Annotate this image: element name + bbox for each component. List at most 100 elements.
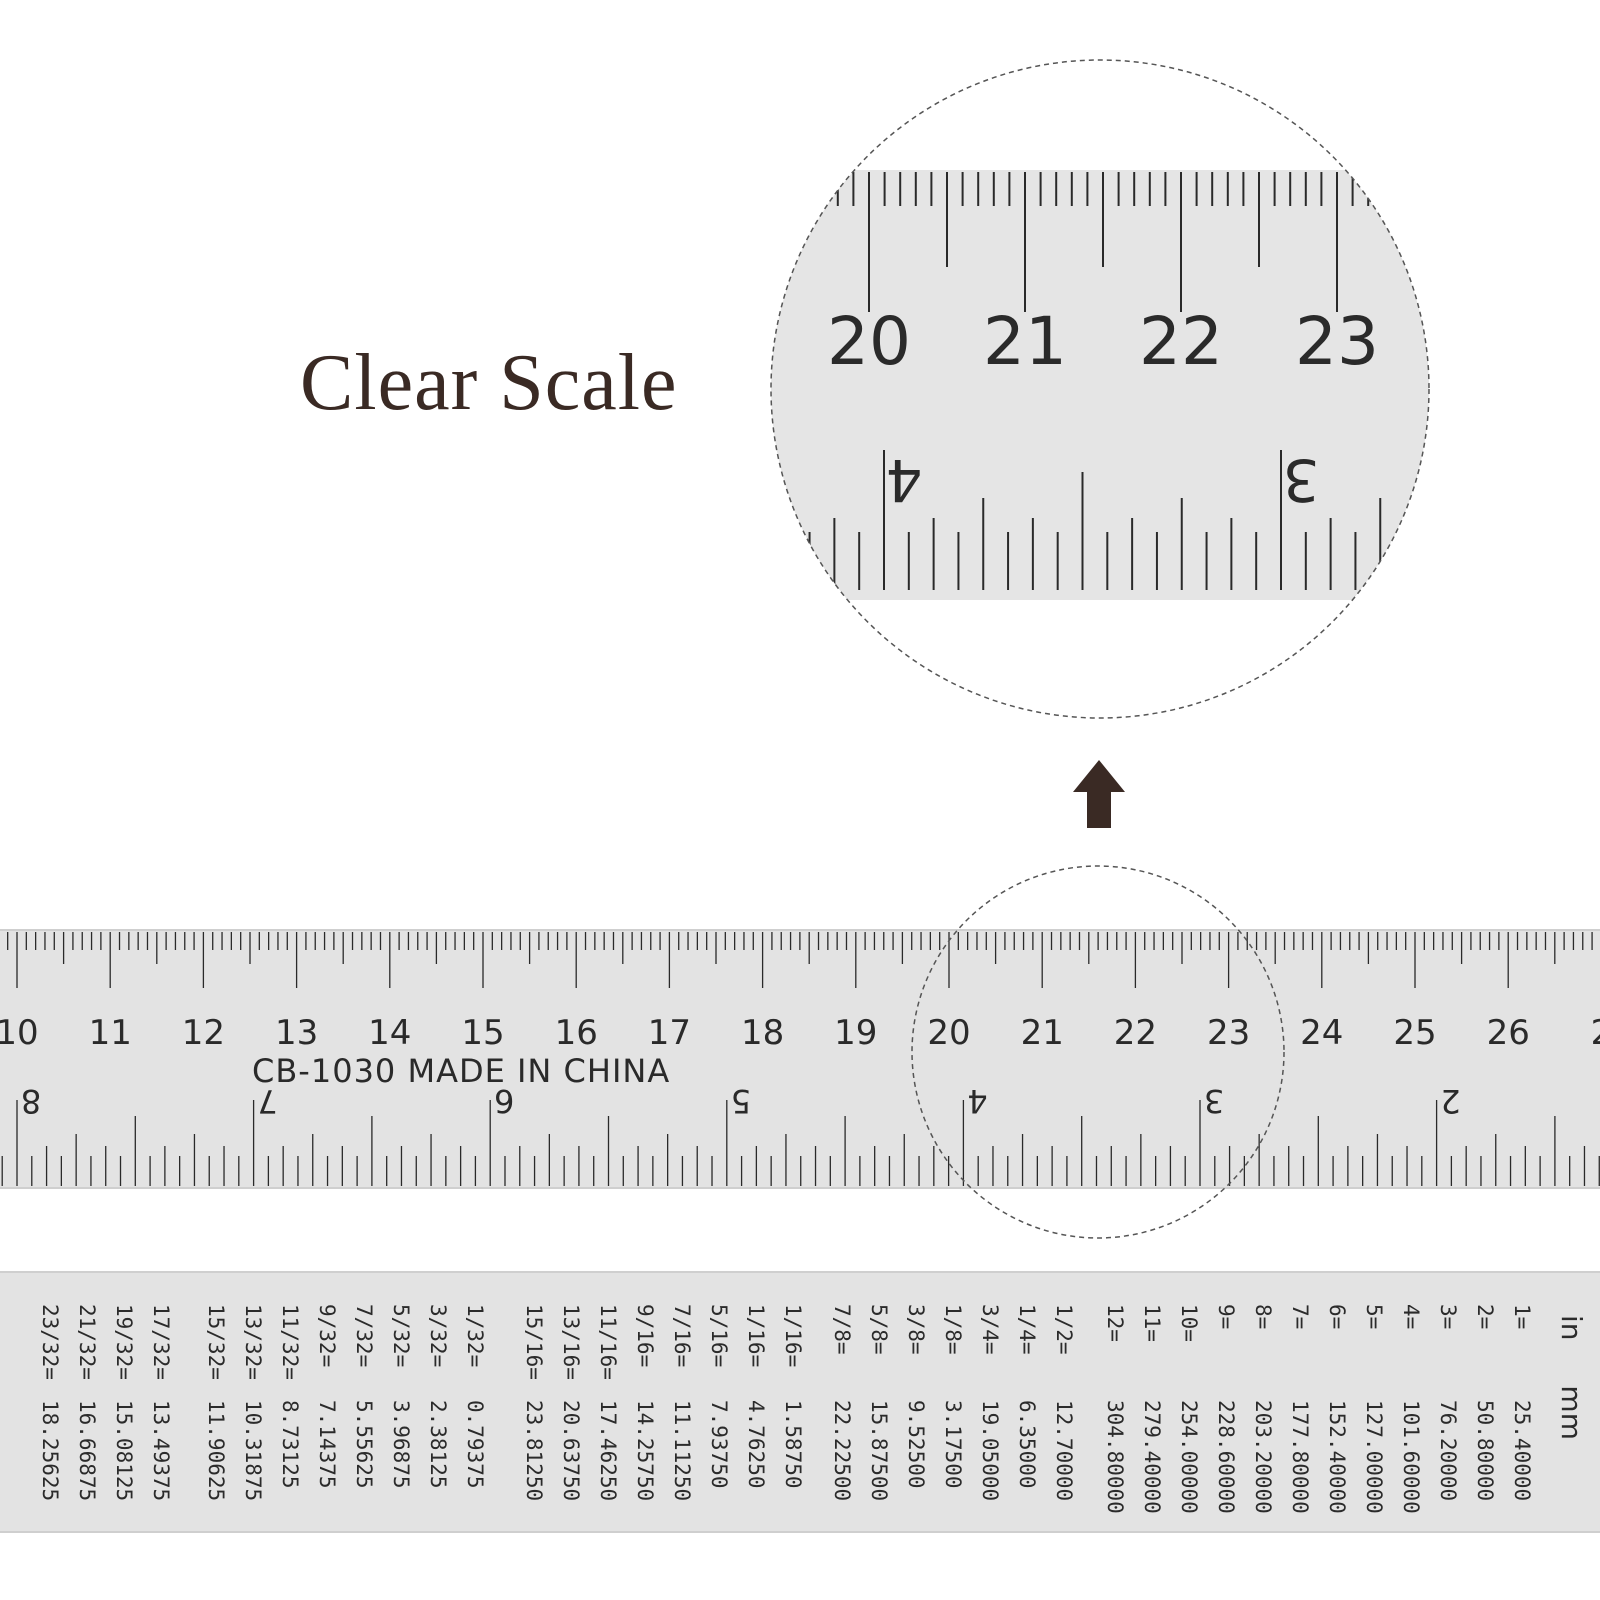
conversion-mm: 16.66875	[75, 1400, 99, 1502]
conversion-row: 8=203.20000	[1251, 1304, 1275, 1514]
headline: Clear Scale	[300, 339, 678, 427]
conversion-mm: 3.96875	[389, 1400, 413, 1489]
conversion-row: 1/32= 0.79375	[463, 1304, 487, 1489]
conversion-row: 1/16= 4.76250	[744, 1304, 768, 1489]
conversion-row: 3/4=19.05000	[978, 1304, 1002, 1501]
conversion-mm: 14.25750	[633, 1400, 657, 1502]
conversion-inch: 7=	[1288, 1304, 1312, 1330]
conversion-mm: 4.76250	[744, 1400, 768, 1489]
conversion-inch: 15/16=	[522, 1304, 546, 1380]
conversion-mm: 17.46250	[596, 1400, 620, 1502]
conversion-mm: 11.90625	[204, 1400, 228, 1502]
conversion-inch: 9/16=	[633, 1304, 657, 1368]
conversion-mm: 18.25625	[38, 1400, 62, 1502]
conversion-inch: 23/32=	[38, 1304, 62, 1380]
conversion-inch: 3/4=	[978, 1304, 1002, 1355]
conversion-mm: 6.35000	[1015, 1400, 1039, 1489]
conversion-inch: 21/32=	[75, 1304, 99, 1380]
conversion-mm: 5.55625	[352, 1400, 376, 1489]
zoom-inch-label: 4	[886, 446, 923, 514]
conversion-row: 5/16=7.93750	[707, 1304, 731, 1489]
conversion-inch: 13/32=	[241, 1304, 265, 1380]
conversion-mm: 177.80000	[1288, 1400, 1312, 1514]
conversion-inch: 3/8=	[904, 1304, 928, 1355]
conversion-mm: 10.31875	[241, 1400, 265, 1502]
conversion-mm: 127.00000	[1362, 1400, 1386, 1514]
conversion-row: 11/32= 8.73125	[278, 1304, 302, 1489]
conversion-mm: 2.38125	[426, 1400, 450, 1489]
conversion-inch: 4=	[1399, 1304, 1423, 1330]
conversion-row: 7= 177.80000	[1288, 1304, 1312, 1514]
arrow-up-icon	[1073, 760, 1125, 828]
zoom-circle	[770, 59, 1430, 719]
conversion-inch: 2=	[1473, 1304, 1497, 1330]
conversion-row: 5= 127.00000	[1362, 1304, 1386, 1514]
conversion-inch: 11/32=	[278, 1304, 302, 1380]
conversion-inch: 1/16=	[744, 1304, 768, 1368]
conversion-row: 9/32=7.14375	[315, 1304, 339, 1489]
conversion-mm: 0.79375	[463, 1400, 487, 1489]
conversion-inch: 1/4=	[1015, 1304, 1039, 1355]
conversion-inch: 8=	[1251, 1304, 1275, 1330]
conversion-mm: 25.40000	[1510, 1400, 1534, 1502]
conversion-row: 10=254.00000	[1177, 1304, 1201, 1514]
conversion-row: 6= 152.40000	[1325, 1304, 1349, 1514]
conversion-mm: 8.73125	[278, 1400, 302, 1489]
conversion-inch: 7/8=	[830, 1304, 854, 1355]
conversion-inch: 9=	[1214, 1304, 1238, 1330]
conversion-inch: 12=	[1103, 1304, 1127, 1342]
conversion-row: 11/16= 17.46250	[596, 1304, 620, 1501]
conversion-inch: 5/32=	[389, 1304, 413, 1368]
conversion-row: 5/32= 3.96875	[389, 1304, 413, 1489]
conversion-mm: 101.60000	[1399, 1400, 1423, 1514]
conversion-mm: 7.93750	[707, 1400, 731, 1489]
conversion-row: 1/2=12.70000	[1052, 1304, 1076, 1501]
zoom-inch-ticks	[783, 450, 1429, 590]
conversion-row: 12=304.80000	[1103, 1304, 1127, 1514]
conversion-mm: 22.22500	[830, 1400, 854, 1502]
conversion-mm: 13.49375	[149, 1400, 173, 1502]
conversion-mm: 9.52500	[904, 1400, 928, 1489]
conversion-inch: 15/32=	[204, 1304, 228, 1380]
conversion-mm: 76.20000	[1436, 1400, 1460, 1502]
conversion-inch: 1/8=	[941, 1304, 965, 1355]
conversion-inch: 10=	[1177, 1304, 1201, 1342]
conversion-mm: 20.63750	[559, 1400, 583, 1502]
conversion-inch: 17/32=	[149, 1304, 173, 1380]
conversion-mm: 279.40000	[1140, 1400, 1164, 1514]
conversion-inch: 1/2=	[1052, 1304, 1076, 1355]
conversion-inch: 1/32=	[463, 1304, 487, 1368]
conversion-inch: 7/32=	[352, 1304, 376, 1368]
conversion-mm: 152.40000	[1325, 1400, 1349, 1514]
conversion-row: 2=50.80000	[1473, 1304, 1497, 1501]
conversion-inch: 7/16=	[670, 1304, 694, 1368]
conversion-row: 3/8= 9.52500	[904, 1304, 928, 1489]
conversion-row: 13/32= 10.31875	[241, 1304, 265, 1501]
conversion-mm: 3.17500	[941, 1400, 965, 1489]
conversion-inch: 11=	[1140, 1304, 1164, 1342]
zoom-cm-label: 22	[1139, 303, 1223, 380]
conversion-inch: 5=	[1362, 1304, 1386, 1330]
conversion-row: 3= 76.20000	[1436, 1304, 1460, 1501]
conversion-row: 7/16=11.11250	[670, 1304, 694, 1501]
conversion-row: 1/16=1.58750	[781, 1304, 805, 1489]
conversion-mm: 15.08125	[112, 1400, 136, 1502]
conversion-inch: 11/16=	[596, 1304, 620, 1380]
conversion-inch: 3/32=	[426, 1304, 450, 1368]
conversion-inch: 3=	[1436, 1304, 1460, 1330]
conversion-inch: 19/32=	[112, 1304, 136, 1380]
conversion-row: 9/16= 14.25750	[633, 1304, 657, 1501]
conversion-inch: 5/8=	[867, 1304, 891, 1355]
conversion-row: 13/16=20.63750	[559, 1304, 583, 1501]
conversion-header: in mm	[1555, 1315, 1588, 1440]
conversion-row: 21/32= 16.66875	[75, 1304, 99, 1501]
conversion-row: 15/32= 11.90625	[204, 1304, 228, 1501]
conversion-row: 9=228.60000	[1214, 1304, 1238, 1514]
zoom-cm-label: 21	[983, 303, 1067, 380]
conversion-row: 4= 101.60000	[1399, 1304, 1423, 1514]
zoom-cm-label: 23	[1295, 303, 1379, 380]
conversion-inch: 6=	[1325, 1304, 1349, 1330]
